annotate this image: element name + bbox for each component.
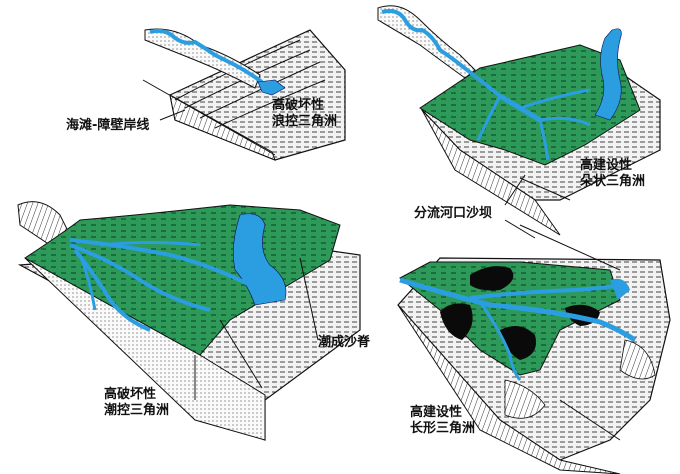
elongate-delta-title-line1: 高建设性 [410, 405, 463, 420]
wave-delta-title-line1: 高破坏性 [272, 98, 325, 113]
distributary-mouth-bar-text: 分流河口沙坝 [414, 206, 493, 221]
wave-delta-title-line2: 浪控三角洲 [272, 114, 338, 129]
elongate-delta-title-line2: 长形三角洲 [410, 421, 476, 436]
tide-delta-title-line1: 高破坏性 [104, 387, 157, 402]
beach-barrier-callout: 海滩-障壁岸线 [66, 118, 149, 134]
panel-tide-delta [17, 201, 361, 441]
panel-elongate-delta [397, 224, 671, 474]
elongate-delta-title: 高建设性 长形三角洲 [410, 405, 475, 437]
beach-barrier-callout-text: 海滩-障壁岸线 [66, 118, 150, 133]
tide-delta-title: 高破坏性 潮控三角洲 [104, 387, 169, 419]
lobate-delta-title-line1: 高建设性 [580, 158, 633, 173]
lobate-delta-title: 高建设性 朵状三角洲 [580, 158, 645, 190]
lobate-delta-title-line2: 朵状三角洲 [580, 174, 646, 189]
distributary-mouth-bar-callout: 分流河口沙坝 [414, 206, 492, 222]
wave-delta-title: 高破坏性 浪控三角洲 [272, 98, 337, 130]
panel-wave-delta [142, 28, 346, 161]
panel-lobate-delta [377, 5, 661, 239]
tidal-ridge-callout: 潮成沙脊 [318, 335, 370, 351]
tide-delta-title-line2: 潮控三角洲 [104, 403, 170, 418]
tidal-ridge-callout-text: 潮成沙脊 [318, 335, 371, 350]
